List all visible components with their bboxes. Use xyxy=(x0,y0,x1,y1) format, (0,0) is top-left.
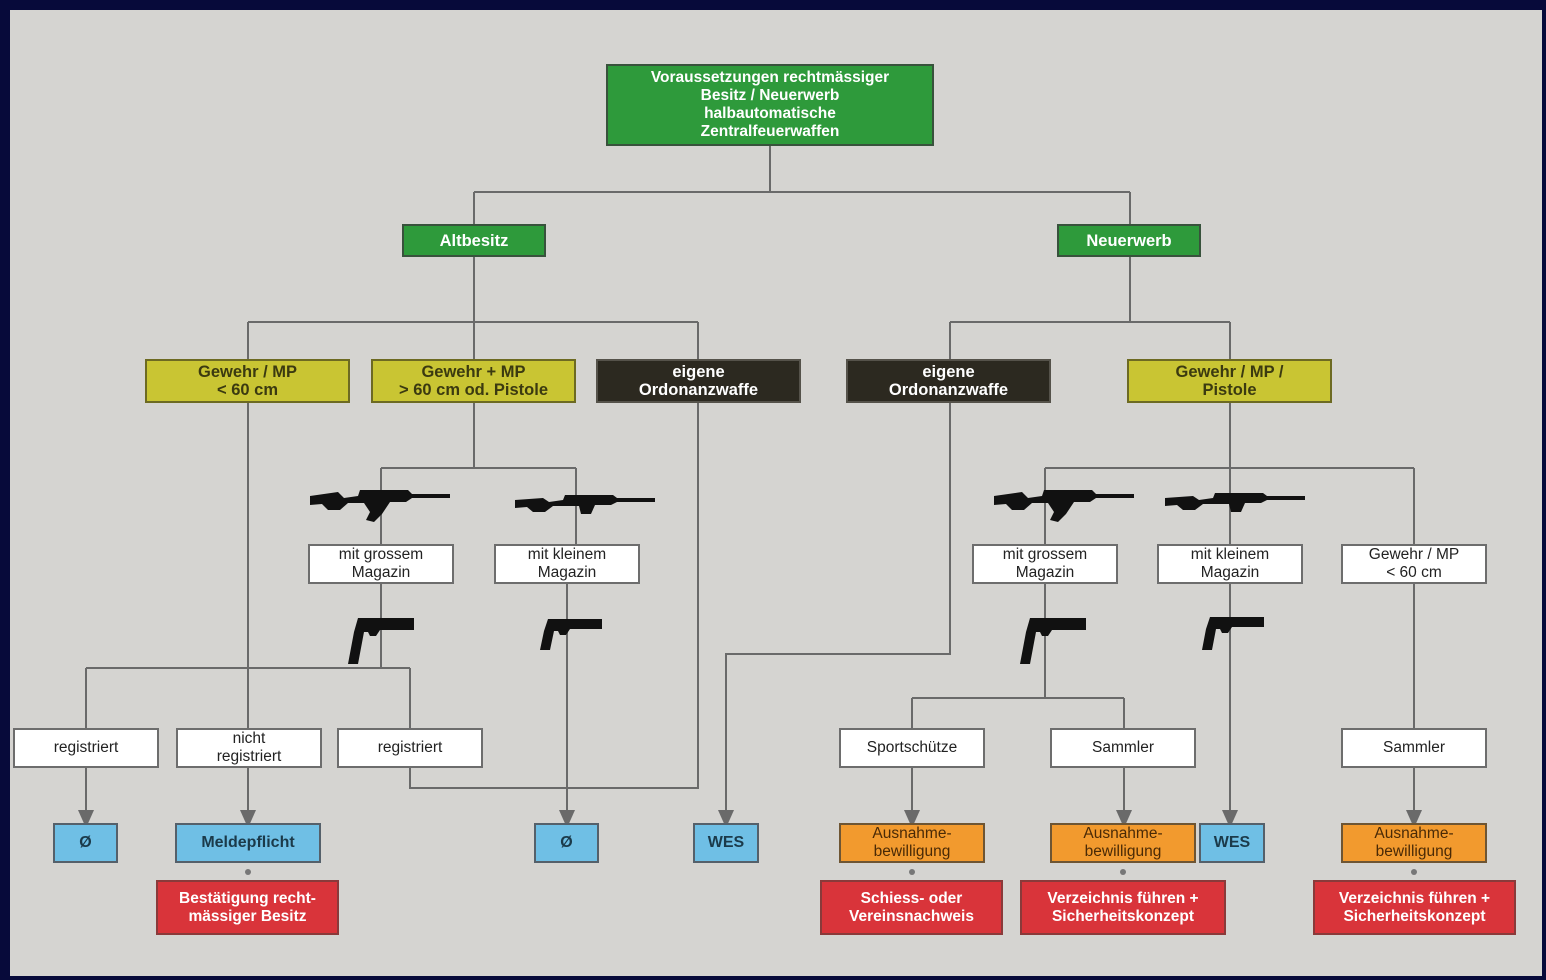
plus-marker xyxy=(245,869,251,875)
outcome-meldepflicht: Meldepflicht xyxy=(175,823,321,863)
magazine-neu-gross: mit grossem Magazin xyxy=(972,544,1118,584)
status-nicht-registriert: nicht registriert xyxy=(176,728,322,768)
pistol-icon xyxy=(348,618,414,664)
magazine-neu-klein: mit kleinem Magazin xyxy=(1157,544,1303,584)
pistol-icon xyxy=(540,619,602,650)
status-sammler-1: Sammler xyxy=(1050,728,1196,768)
diagram-panel xyxy=(10,10,1542,976)
branch-neuerwerb: Neuerwerb xyxy=(1057,224,1201,257)
assault-rifle-icon xyxy=(994,490,1134,522)
category-neu-ordonanzwaffe: eigene Ordonanzwaffe xyxy=(846,359,1051,403)
category-alt-ordonanzwaffe: eigene Ordonanzwaffe xyxy=(596,359,801,403)
category-alt-gewehr-mp-kurz: Gewehr / MP < 60 cm xyxy=(145,359,350,403)
outcome-none-1: Ø xyxy=(53,823,118,863)
status-registriert-1: registriert xyxy=(13,728,159,768)
outcome-ausnahmebewilligung-1: Ausnahme- bewilligung xyxy=(839,823,985,863)
branch-altbesitz: Altbesitz xyxy=(402,224,546,257)
assault-rifle-icon xyxy=(310,490,450,522)
magazine-alt-gross: mit grossem Magazin xyxy=(308,544,454,584)
outcome-none-2: Ø xyxy=(534,823,599,863)
plus-marker xyxy=(1411,869,1417,875)
status-sammler-2: Sammler xyxy=(1341,728,1487,768)
outcome-ausnahmebewilligung-3: Ausnahme- bewilligung xyxy=(1341,823,1487,863)
assault-rifle-icon xyxy=(1165,493,1305,512)
status-sportschuetze: Sportschütze xyxy=(839,728,985,768)
requirement-verzeichnis-2: Verzeichnis führen + Sicherheitskonzept xyxy=(1313,880,1516,935)
outcome-wes-2: WES xyxy=(1199,823,1265,863)
plus-marker xyxy=(909,869,915,875)
category-neu-gewehr-mp-pistole: Gewehr / MP / Pistole xyxy=(1127,359,1332,403)
plus-marker xyxy=(1120,869,1126,875)
requirement-schiessnachweis: Schiess- oder Vereinsnachweis xyxy=(820,880,1003,935)
outcome-wes-1: WES xyxy=(693,823,759,863)
requirement-verzeichnis-1: Verzeichnis führen + Sicherheitskonzept xyxy=(1020,880,1226,935)
category-neu-gewehr-mp-kurz: Gewehr / MP < 60 cm xyxy=(1341,544,1487,584)
root-node: Voraussetzungen rechtmässiger Besitz / N… xyxy=(606,64,934,146)
magazine-alt-klein: mit kleinem Magazin xyxy=(494,544,640,584)
status-registriert-2: registriert xyxy=(337,728,483,768)
pistol-icon xyxy=(1020,618,1086,664)
requirement-bestaetigung: Bestätigung recht- mässiger Besitz xyxy=(156,880,339,935)
category-alt-gewehr-mp-lang: Gewehr + MP > 60 cm od. Pistole xyxy=(371,359,576,403)
pistol-icon xyxy=(1202,617,1264,650)
assault-rifle-icon xyxy=(515,495,655,514)
outcome-ausnahmebewilligung-2: Ausnahme- bewilligung xyxy=(1050,823,1196,863)
